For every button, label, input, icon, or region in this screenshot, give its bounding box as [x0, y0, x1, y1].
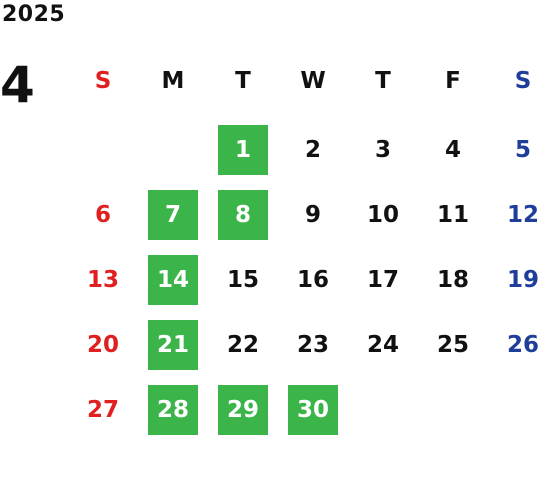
- calendar-day[interactable]: 25: [436, 332, 469, 358]
- calendar-day[interactable]: 22: [226, 332, 259, 358]
- calendar-day-highlighted[interactable]: 28: [148, 385, 198, 435]
- calendar-day-highlighted[interactable]: 30: [288, 385, 338, 435]
- calendar-day[interactable]: 3: [374, 137, 391, 163]
- calendar-day[interactable]: 16: [296, 267, 329, 293]
- calendar-day[interactable]: 12: [506, 202, 539, 228]
- year-label: 2025: [2, 2, 66, 27]
- calendar-day-highlighted[interactable]: 1: [218, 125, 268, 175]
- calendar-day[interactable]: 19: [506, 267, 539, 293]
- calendar-day[interactable]: 2: [304, 137, 321, 163]
- calendar-day[interactable]: 10: [366, 202, 399, 228]
- calendar-day-highlighted[interactable]: 14: [148, 255, 198, 305]
- calendar-day[interactable]: 13: [86, 267, 119, 293]
- calendar-day[interactable]: 18: [436, 267, 469, 293]
- calendar-day-highlighted[interactable]: 8: [218, 190, 268, 240]
- calendar-day[interactable]: 17: [366, 267, 399, 293]
- weekday-header-3: W: [300, 68, 326, 94]
- month-number: 4: [0, 56, 35, 114]
- calendar-day-highlighted[interactable]: 7: [148, 190, 198, 240]
- calendar-day[interactable]: 23: [296, 332, 329, 358]
- calendar-day-highlighted[interactable]: 21: [148, 320, 198, 370]
- weekday-header-6: S: [514, 68, 532, 94]
- calendar-day-highlighted[interactable]: 29: [218, 385, 268, 435]
- calendar-day[interactable]: 6: [94, 202, 111, 228]
- calendar-day[interactable]: 27: [86, 397, 119, 423]
- weekday-header-5: F: [445, 68, 461, 94]
- weekday-header-0: S: [94, 68, 112, 94]
- calendar-day[interactable]: 20: [86, 332, 119, 358]
- calendar-day[interactable]: 4: [444, 137, 461, 163]
- calendar-day[interactable]: 9: [304, 202, 321, 228]
- weekday-header-2: T: [235, 68, 251, 94]
- calendar-day[interactable]: 11: [436, 202, 469, 228]
- calendar-day[interactable]: 5: [514, 137, 531, 163]
- calendar-day[interactable]: 26: [506, 332, 539, 358]
- weekday-header-1: M: [161, 68, 185, 94]
- weekday-header-4: T: [375, 68, 391, 94]
- calendar-day[interactable]: 24: [366, 332, 399, 358]
- calendar-day[interactable]: 15: [226, 267, 259, 293]
